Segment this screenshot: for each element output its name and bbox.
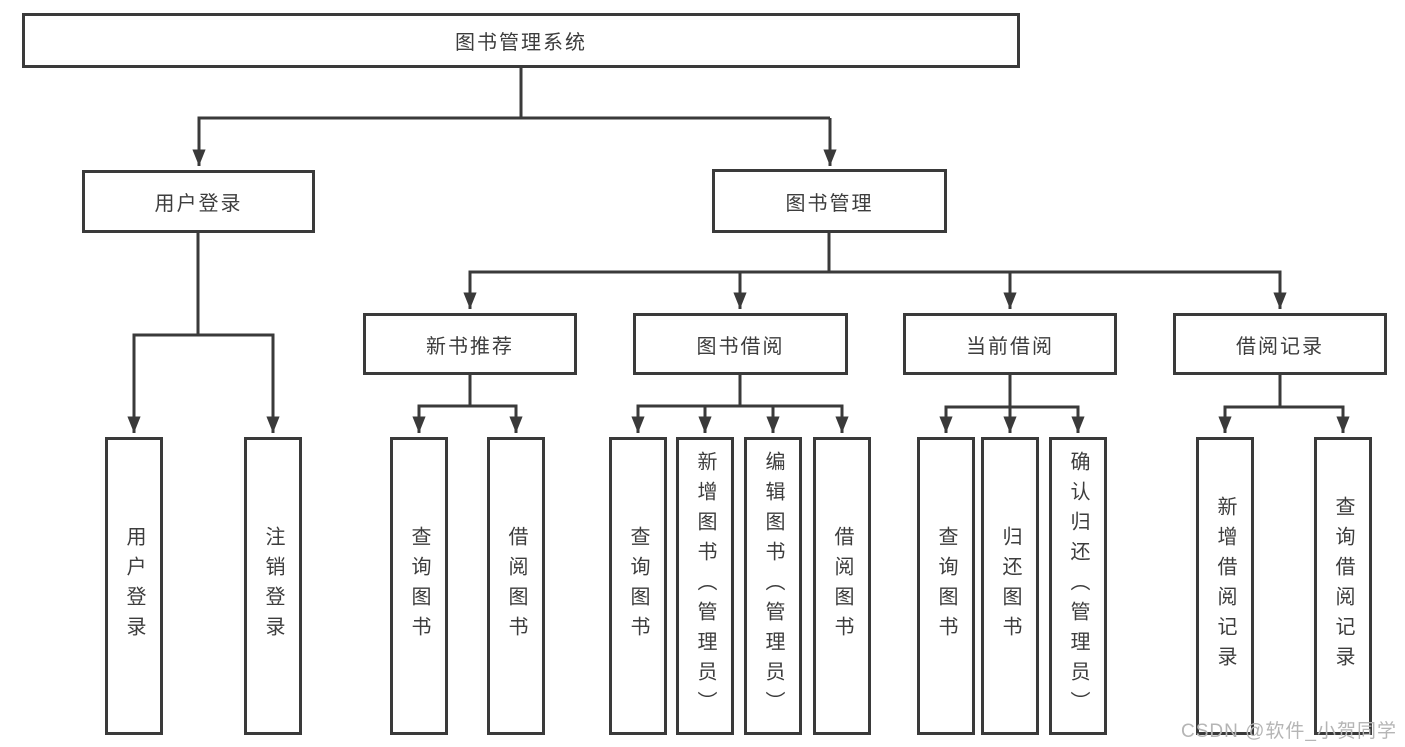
leaf-return-books: 归还图书 bbox=[981, 437, 1039, 735]
node-label: 图书管理系统 bbox=[455, 32, 587, 54]
node-label: 新增借阅记录 bbox=[1214, 496, 1236, 676]
node-library-management-system: 图书管理系统 bbox=[22, 13, 1020, 68]
node-new-book-recommend: 新书推荐 bbox=[363, 313, 577, 375]
node-label: 查询图书 bbox=[408, 526, 430, 646]
leaf-borrow-books-1: 借阅图书 bbox=[487, 437, 545, 735]
node-label: 借阅图书 bbox=[831, 526, 853, 646]
leaf-borrow-books-2: 借阅图书 bbox=[813, 437, 871, 735]
node-label: 用户登录 bbox=[154, 193, 243, 215]
node-label: 注销登录 bbox=[262, 526, 284, 646]
node-label: 借阅记录 bbox=[1236, 335, 1324, 358]
node-borrow-records: 借阅记录 bbox=[1173, 313, 1387, 375]
node-label: 查询借阅记录 bbox=[1332, 496, 1354, 676]
leaf-query-books-3: 查询图书 bbox=[917, 437, 975, 735]
csdn-watermark: CSDN @软件_小贺同学 bbox=[1181, 721, 1397, 742]
leaf-query-books-1: 查询图书 bbox=[390, 437, 448, 735]
node-user-login: 用户登录 bbox=[82, 170, 315, 233]
leaf-confirm-return-admin: 确认归还（管理员） bbox=[1049, 437, 1107, 735]
node-book-borrow: 图书借阅 bbox=[633, 313, 848, 375]
node-book-management: 图书管理 bbox=[712, 169, 947, 233]
connector-book-borrow-children bbox=[631, 375, 849, 433]
leaf-add-books-admin: 新增图书（管理员） bbox=[676, 437, 734, 735]
node-label: 用户登录 bbox=[123, 526, 145, 646]
connector-borrow-records-children bbox=[1218, 375, 1350, 433]
node-label: 图书借阅 bbox=[696, 335, 785, 358]
node-label: 查询图书 bbox=[627, 526, 649, 646]
connector-new-book-recommend-children bbox=[412, 375, 523, 433]
leaf-add-borrow-record: 新增借阅记录 bbox=[1196, 437, 1254, 735]
connector-user-login-children bbox=[127, 233, 280, 433]
node-current-borrow: 当前借阅 bbox=[903, 313, 1117, 375]
connector-book-management-children bbox=[463, 232, 1287, 309]
connector-root-to-level2 bbox=[192, 68, 837, 166]
leaf-edit-books-admin: 编辑图书（管理员） bbox=[744, 437, 802, 735]
node-label: 新增图书（管理员） bbox=[694, 451, 716, 721]
node-label: 编辑图书（管理员） bbox=[762, 451, 784, 721]
node-label: 新书推荐 bbox=[426, 335, 514, 358]
node-label: 查询图书 bbox=[935, 526, 957, 646]
leaf-query-books-2: 查询图书 bbox=[609, 437, 667, 735]
node-label: 图书管理 bbox=[785, 192, 874, 215]
connector-current-borrow-children bbox=[939, 375, 1085, 433]
node-label: 确认归还（管理员） bbox=[1067, 451, 1089, 721]
leaf-logout: 注销登录 bbox=[244, 437, 302, 735]
node-label: 借阅图书 bbox=[505, 526, 527, 646]
leaf-user-login: 用户登录 bbox=[105, 437, 163, 735]
leaf-query-borrow-record: 查询借阅记录 bbox=[1314, 437, 1372, 735]
node-label: 归还图书 bbox=[999, 526, 1021, 646]
node-label: 当前借阅 bbox=[966, 335, 1054, 358]
